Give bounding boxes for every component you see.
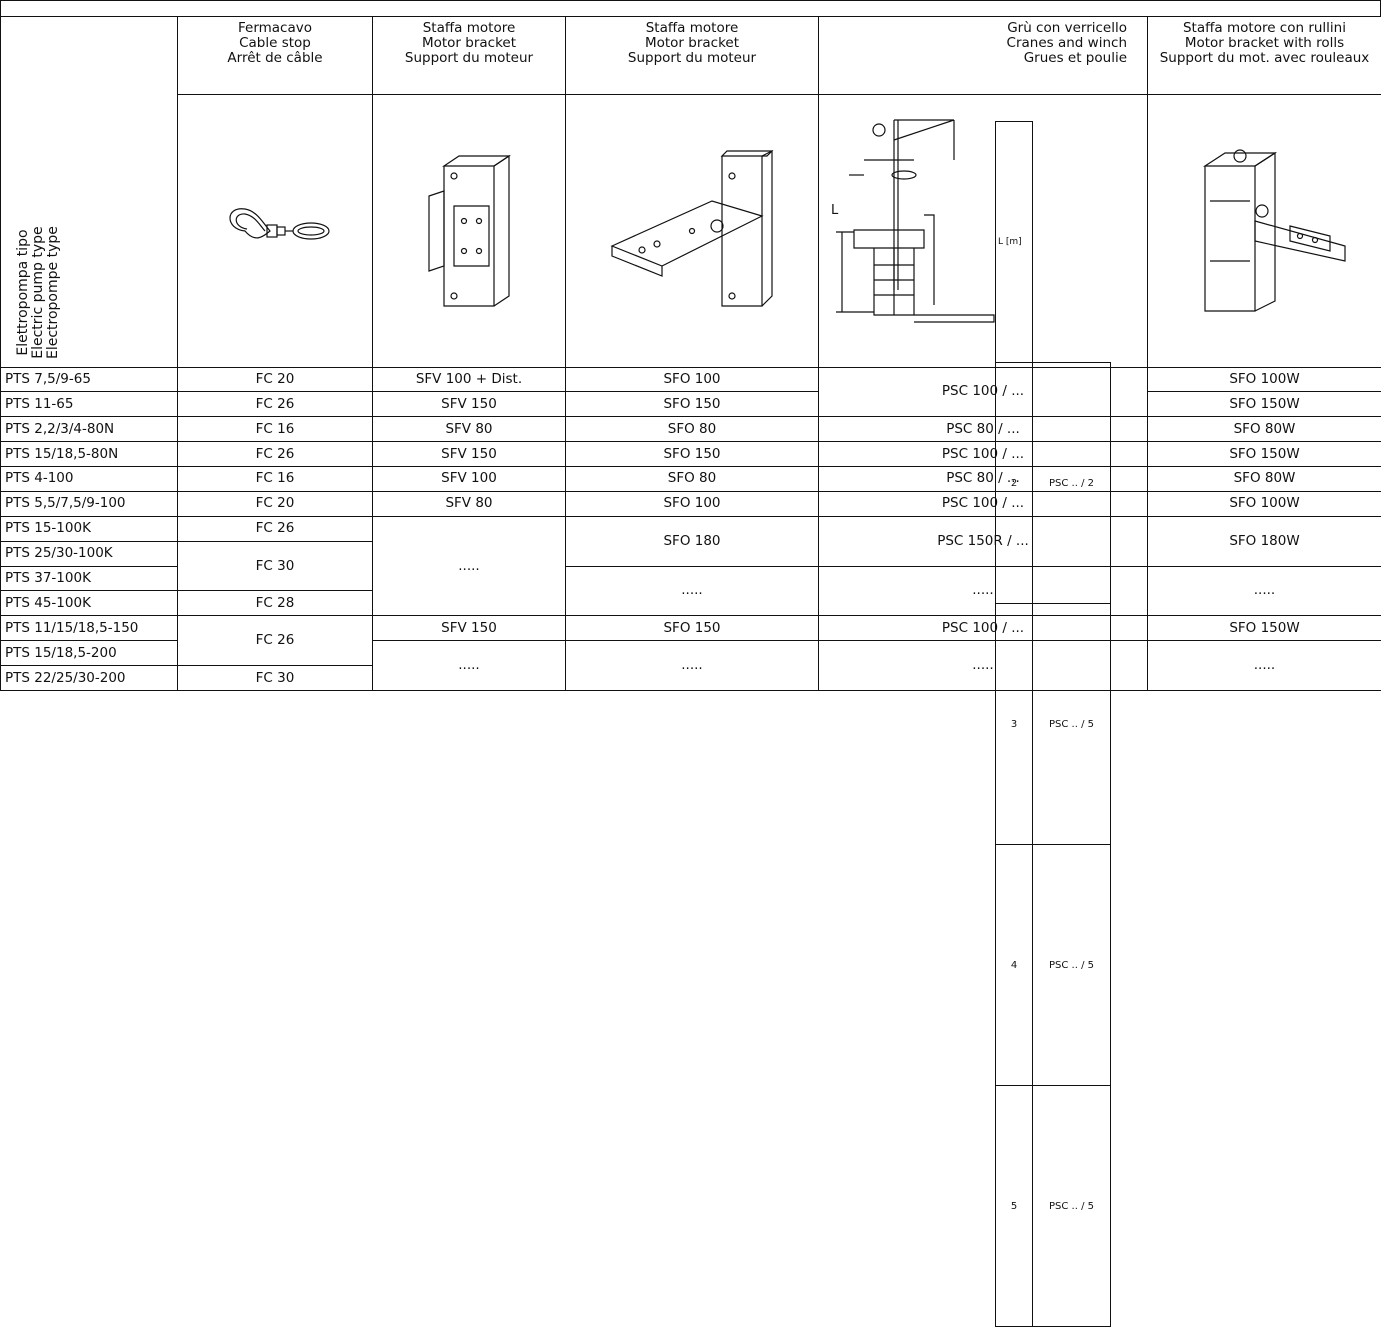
catalog-page: Elettropompa tipo Electric pump type Ele…	[0, 0, 1381, 691]
length-header: L [m]	[996, 122, 1033, 363]
table-row-model: PTS 11/15/18,5-150	[1, 616, 178, 641]
motor-bracket-icon	[602, 146, 782, 316]
type-line-en: Electric pump type	[31, 226, 46, 359]
table-row-model: PTS 7,5/9-65	[1, 367, 178, 392]
table-row-model: PTS 5,5/7,5/9-100	[1, 491, 178, 516]
sfow-bracket-illustration	[1148, 95, 1381, 368]
table-row-model: PTS 2,2/3/4-80N	[1, 417, 178, 442]
pump-type-header: Elettropompa tipo Electric pump type Ele…	[1, 17, 178, 368]
table-row-model: PTS 15-100K	[1, 516, 178, 541]
sfv-bracket-illustration	[373, 95, 566, 368]
table-row-model: PTS 25/30-100K	[1, 541, 178, 566]
motor-bracket-icon	[414, 146, 524, 316]
cable-stop-icon	[215, 201, 335, 261]
top-frame	[0, 0, 1381, 17]
table-row-model: PTS 4-100	[1, 467, 178, 492]
header-crane-winch: Grù con verricello Cranes and winch Grue…	[819, 17, 1148, 95]
sfo-bracket-illustration	[566, 95, 819, 368]
header-motor-bracket-rolls: Staffa motore con rullini Motor bracket …	[1148, 17, 1381, 95]
accessories-table: Elettropompa tipo Electric pump type Ele…	[0, 16, 1381, 691]
motor-bracket-rolls-icon	[1180, 141, 1350, 321]
table-row-model: PTS 15/18,5-200	[1, 641, 178, 666]
table-row-model: PTS 11-65	[1, 392, 178, 417]
table-row-model: PTS 37-100K	[1, 566, 178, 591]
header-cable-stop: Fermacavo Cable stop Arrêt de câble	[178, 17, 373, 95]
table-row-model: PTS 15/18,5-80N	[1, 442, 178, 467]
table-row-model: PTS 22/25/30-200	[1, 666, 178, 691]
cable-stop-illustration	[178, 95, 373, 368]
header-motor-bracket-sfv: Staffa motore Motor bracket Support du m…	[373, 17, 566, 95]
type-line-fr: Electropompe type	[46, 226, 61, 359]
crane-dim-label: L	[831, 203, 838, 218]
table-row-model: PTS 45-100K	[1, 591, 178, 616]
crane-winch-icon	[824, 100, 1004, 330]
type-line-it: Elettropompa tipo	[16, 226, 31, 359]
header-motor-bracket-sfo: Staffa motore Motor bracket Support du m…	[566, 17, 819, 95]
